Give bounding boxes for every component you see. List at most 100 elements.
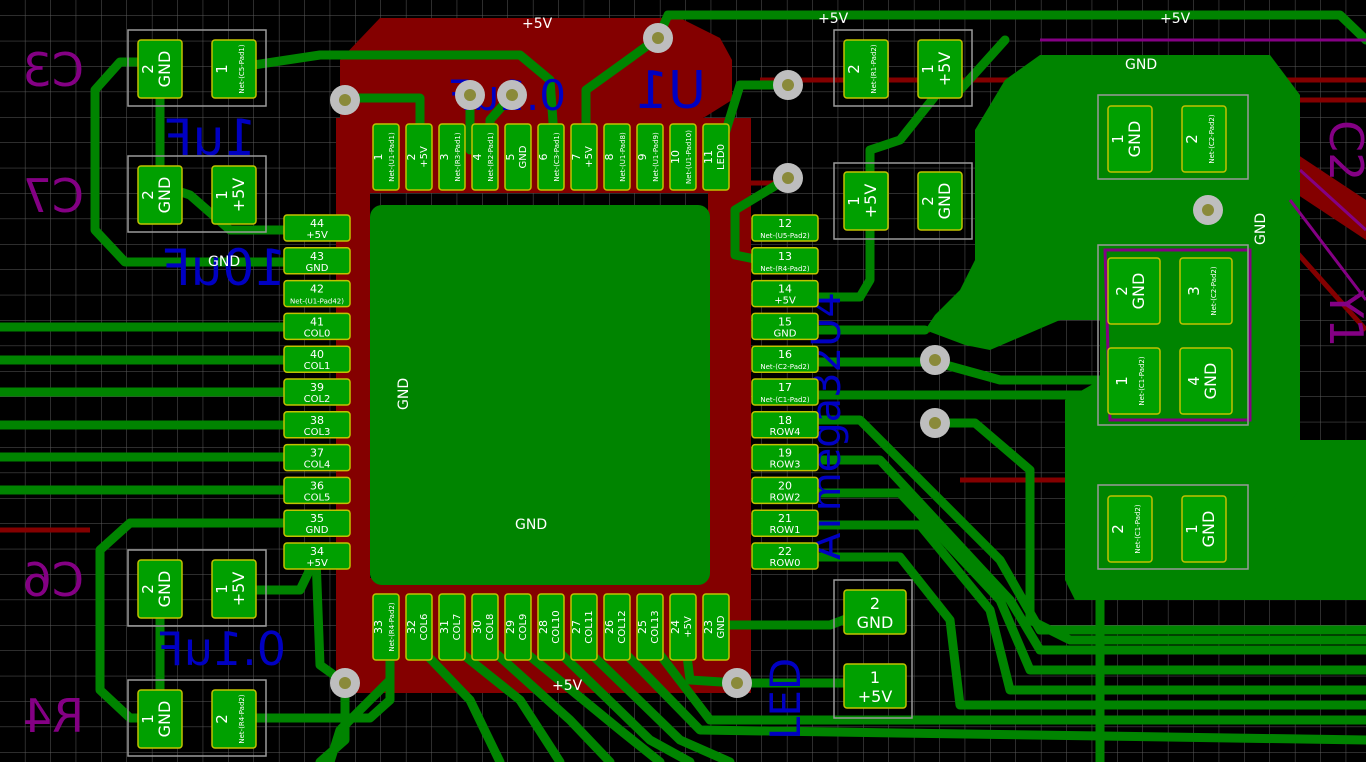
pad-shape[interactable] — [438, 593, 466, 661]
pad-shape[interactable] — [751, 247, 819, 275]
u1-pad-34[interactable]: 34+5V — [283, 542, 351, 570]
passive-pad-c7-p1[interactable]: 1+5V — [211, 165, 257, 225]
pad-shape[interactable] — [751, 509, 819, 537]
pad-shape[interactable] — [1179, 257, 1233, 325]
pad-shape[interactable] — [438, 123, 466, 191]
pad-shape[interactable] — [283, 378, 351, 406]
pad-shape[interactable] — [211, 165, 257, 225]
passive-pad-led-p1[interactable]: 1+5V — [843, 663, 907, 709]
pad-shape[interactable] — [471, 593, 499, 661]
pad-shape[interactable] — [751, 542, 819, 570]
pad-shape[interactable] — [137, 559, 183, 619]
pad-shape[interactable] — [283, 279, 351, 308]
pad-shape[interactable] — [372, 123, 400, 191]
pad-shape[interactable] — [1107, 495, 1153, 563]
pad-shape[interactable] — [405, 593, 433, 661]
pad-shape[interactable] — [283, 214, 351, 242]
pad-shape[interactable] — [405, 123, 433, 191]
pad-shape[interactable] — [137, 165, 183, 225]
pad-shape[interactable] — [843, 589, 907, 635]
pad-shape[interactable] — [917, 171, 963, 231]
u1-pad-7[interactable]: 7+5V — [570, 123, 598, 191]
pad-shape[interactable] — [283, 542, 351, 570]
pad-shape[interactable] — [843, 663, 907, 709]
pad-shape[interactable] — [211, 689, 257, 749]
u1-pad-44[interactable]: 44+5V — [283, 214, 351, 242]
pad-shape[interactable] — [537, 123, 565, 191]
pad-shape[interactable] — [843, 39, 889, 99]
pad-shape[interactable] — [702, 123, 730, 191]
pad-shape[interactable] — [751, 214, 819, 242]
pad-shape[interactable] — [283, 443, 351, 472]
pad-shape[interactable] — [843, 171, 889, 231]
pad-shape[interactable] — [504, 593, 532, 661]
pad-shape[interactable] — [504, 123, 532, 191]
passive-pad-c5-p1[interactable]: 1+5V — [843, 171, 889, 231]
u1-pad-2[interactable]: 2+5V — [405, 123, 433, 191]
pad-shape[interactable] — [751, 443, 819, 472]
pad-shape[interactable] — [636, 593, 664, 661]
pad-shape[interactable] — [603, 593, 631, 661]
pad-shape[interactable] — [283, 509, 351, 537]
pad-shape[interactable] — [751, 476, 819, 505]
pad-shape[interactable] — [283, 312, 351, 341]
pad-shape[interactable] — [570, 123, 598, 191]
u1-right-pads[interactable]: 12Net-(U5-Pad2)13Net-(R4-Pad2)14+5V15GND… — [751, 214, 819, 570]
u1-pad-24[interactable]: 24+5V — [669, 593, 697, 661]
pad-shape[interactable] — [1181, 495, 1227, 563]
pad-shape[interactable] — [570, 593, 598, 661]
pad-shape[interactable] — [283, 247, 351, 275]
pad-shape[interactable] — [751, 279, 819, 308]
u1-left-pads[interactable]: 44+5V43GND42Net-(U1-Pad42)41COL040COL139… — [283, 214, 351, 570]
pad-shape[interactable] — [283, 476, 351, 505]
pad-shape[interactable] — [471, 123, 499, 191]
pad-shape[interactable] — [137, 689, 183, 749]
pad-shape[interactable] — [372, 593, 400, 661]
pad-shape[interactable] — [211, 39, 257, 99]
pad-shape[interactable] — [537, 593, 565, 661]
pad-shape[interactable] — [1181, 105, 1227, 173]
pad-shape[interactable] — [211, 559, 257, 619]
